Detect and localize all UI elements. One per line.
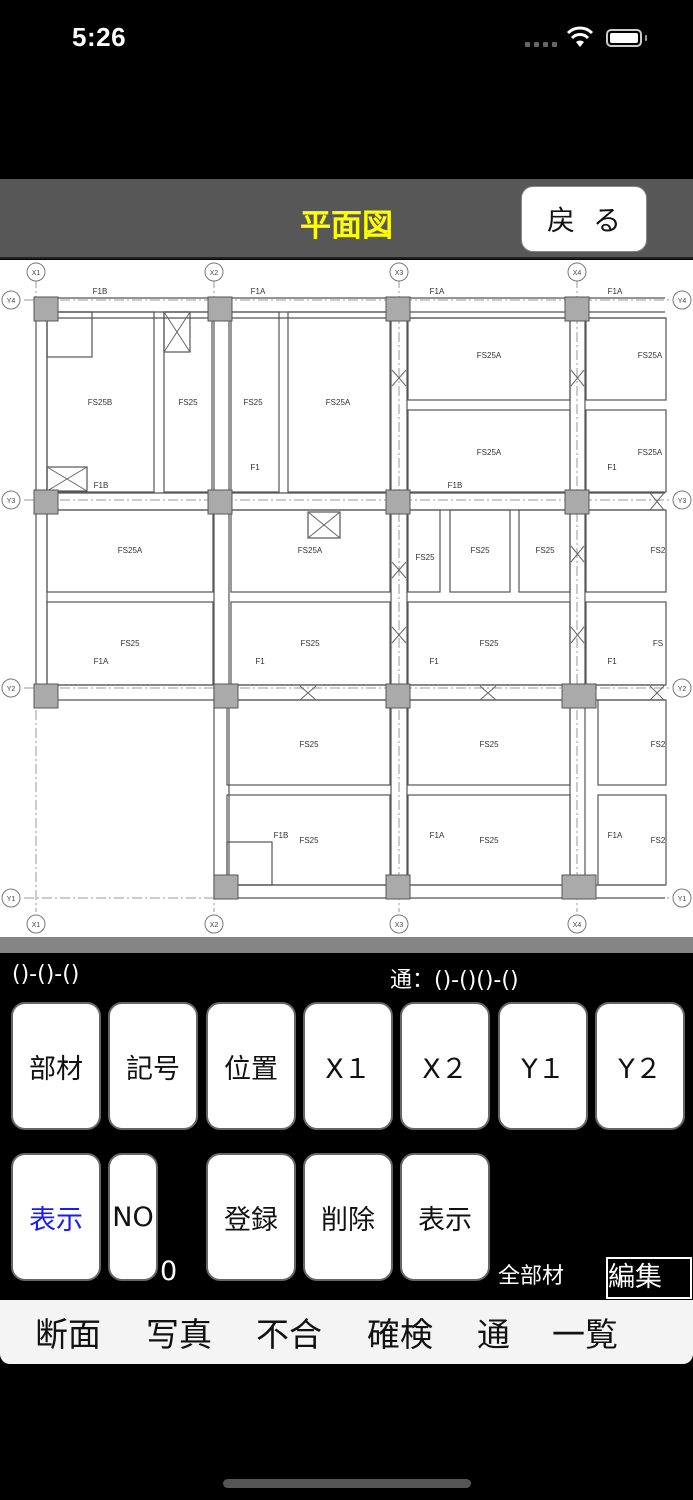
svg-text:F1: F1 <box>255 657 265 666</box>
svg-text:FS25A: FS25A <box>118 546 143 555</box>
edit-button[interactable]: 編集 <box>606 1257 692 1299</box>
selection-info: ()-()-() <box>12 962 80 987</box>
svg-text:F1: F1 <box>429 657 439 666</box>
tab-grid[interactable]: 通 <box>477 1315 510 1354</box>
svg-text:FS25: FS25 <box>299 740 319 749</box>
delete-button[interactable]: 削除 <box>303 1153 393 1281</box>
svg-text:F1A: F1A <box>608 287 623 296</box>
svg-text:X1: X1 <box>32 270 41 277</box>
svg-text:FS25: FS25 <box>479 740 499 749</box>
svg-text:Y3: Y3 <box>7 498 16 505</box>
tab-photo[interactable]: 写真 <box>146 1315 212 1354</box>
svg-text:FS25A: FS25A <box>477 351 502 360</box>
svg-text:FS25: FS25 <box>299 836 319 845</box>
svg-text:F1: F1 <box>250 463 260 472</box>
show-toggle-button[interactable]: 表示 <box>11 1153 101 1281</box>
x1-button[interactable]: X１ <box>303 1002 393 1130</box>
svg-text:X3: X3 <box>395 922 404 929</box>
svg-text:FS25: FS25 <box>415 553 435 562</box>
svg-text:FS25: FS25 <box>479 836 499 845</box>
svg-text:Y4: Y4 <box>678 298 687 305</box>
svg-text:F1A: F1A <box>430 831 445 840</box>
svg-text:FS25: FS25 <box>178 398 198 407</box>
register-button[interactable]: 登録 <box>206 1153 296 1281</box>
no-button[interactable]: NO <box>108 1153 158 1281</box>
page-title: 平面図 <box>300 208 393 244</box>
svg-text:FS25: FS25 <box>535 546 555 555</box>
svg-text:FS2: FS2 <box>651 546 666 555</box>
svg-text:FS25A: FS25A <box>298 546 323 555</box>
svg-text:X2: X2 <box>210 270 219 277</box>
svg-text:FS25B: FS25B <box>88 398 112 407</box>
plan-bottom-bar <box>0 937 693 953</box>
svg-text:Y4: Y4 <box>7 298 16 305</box>
svg-text:Y2: Y2 <box>678 686 687 693</box>
home-indicator[interactable] <box>223 1479 471 1488</box>
svg-text:F1B: F1B <box>94 481 109 490</box>
y1-button[interactable]: Y１ <box>498 1002 588 1130</box>
svg-text:X4: X4 <box>573 922 582 929</box>
grid-info: 通：()-()()-() <box>390 968 519 993</box>
tab-list[interactable]: 一覧 <box>552 1315 618 1354</box>
tab-nonconform[interactable]: 不合 <box>256 1315 322 1354</box>
svg-text:FS25A: FS25A <box>638 448 663 457</box>
svg-text:F1: F1 <box>607 657 617 666</box>
battery-cap <box>645 35 647 41</box>
svg-text:FS2: FS2 <box>651 740 666 749</box>
svg-text:FS25: FS25 <box>120 639 140 648</box>
svg-text:FS25A: FS25A <box>638 351 663 360</box>
bottom-tab-bar: 断面 写真 不合 確検 通 一覧 <box>0 1300 693 1364</box>
battery-icon <box>606 29 642 47</box>
svg-text:F1A: F1A <box>251 287 266 296</box>
svg-text:F1A: F1A <box>608 831 623 840</box>
svg-text:Y1: Y1 <box>7 896 16 903</box>
svg-text:F1A: F1A <box>430 287 445 296</box>
member-button[interactable]: 部材 <box>11 1002 101 1130</box>
svg-text:F1B: F1B <box>448 481 463 490</box>
y2-button[interactable]: Y２ <box>595 1002 685 1130</box>
svg-text:F1: F1 <box>607 463 617 472</box>
back-button[interactable]: 戻る <box>521 186 647 252</box>
show-button[interactable]: 表示 <box>400 1153 490 1281</box>
svg-text:F1B: F1B <box>93 287 108 296</box>
svg-text:X3: X3 <box>395 270 404 277</box>
status-time: 5:26 <box>72 22 127 52</box>
svg-text:Y3: Y3 <box>678 498 687 505</box>
svg-text:F1B: F1B <box>274 831 289 840</box>
svg-text:X1: X1 <box>32 922 41 929</box>
x2-button[interactable]: X２ <box>400 1002 490 1130</box>
svg-text:X4: X4 <box>573 270 582 277</box>
svg-text:FS25A: FS25A <box>477 448 502 457</box>
svg-text:X2: X2 <box>210 922 219 929</box>
svg-text:FS25: FS25 <box>243 398 263 407</box>
svg-text:F1A: F1A <box>94 657 109 666</box>
svg-text:Y2: Y2 <box>7 686 16 693</box>
svg-text:FS: FS <box>653 639 663 648</box>
symbol-button[interactable]: 記号 <box>108 1002 198 1130</box>
no-count: 0 <box>160 1256 178 1287</box>
svg-text:FS25: FS25 <box>470 546 490 555</box>
position-button[interactable]: 位置 <box>206 1002 296 1130</box>
svg-text:FS25A: FS25A <box>326 398 351 407</box>
tab-section[interactable]: 断面 <box>35 1315 101 1354</box>
svg-text:Y1: Y1 <box>678 896 687 903</box>
tab-confirm-inspection[interactable]: 確検 <box>367 1315 433 1354</box>
wifi-icon <box>566 26 594 52</box>
all-members-label: 全部材 <box>498 1264 565 1289</box>
cellular-signal-icon <box>525 42 557 47</box>
svg-text:FS2: FS2 <box>651 836 666 845</box>
svg-text:FS25: FS25 <box>300 639 320 648</box>
svg-text:FS25: FS25 <box>479 639 499 648</box>
